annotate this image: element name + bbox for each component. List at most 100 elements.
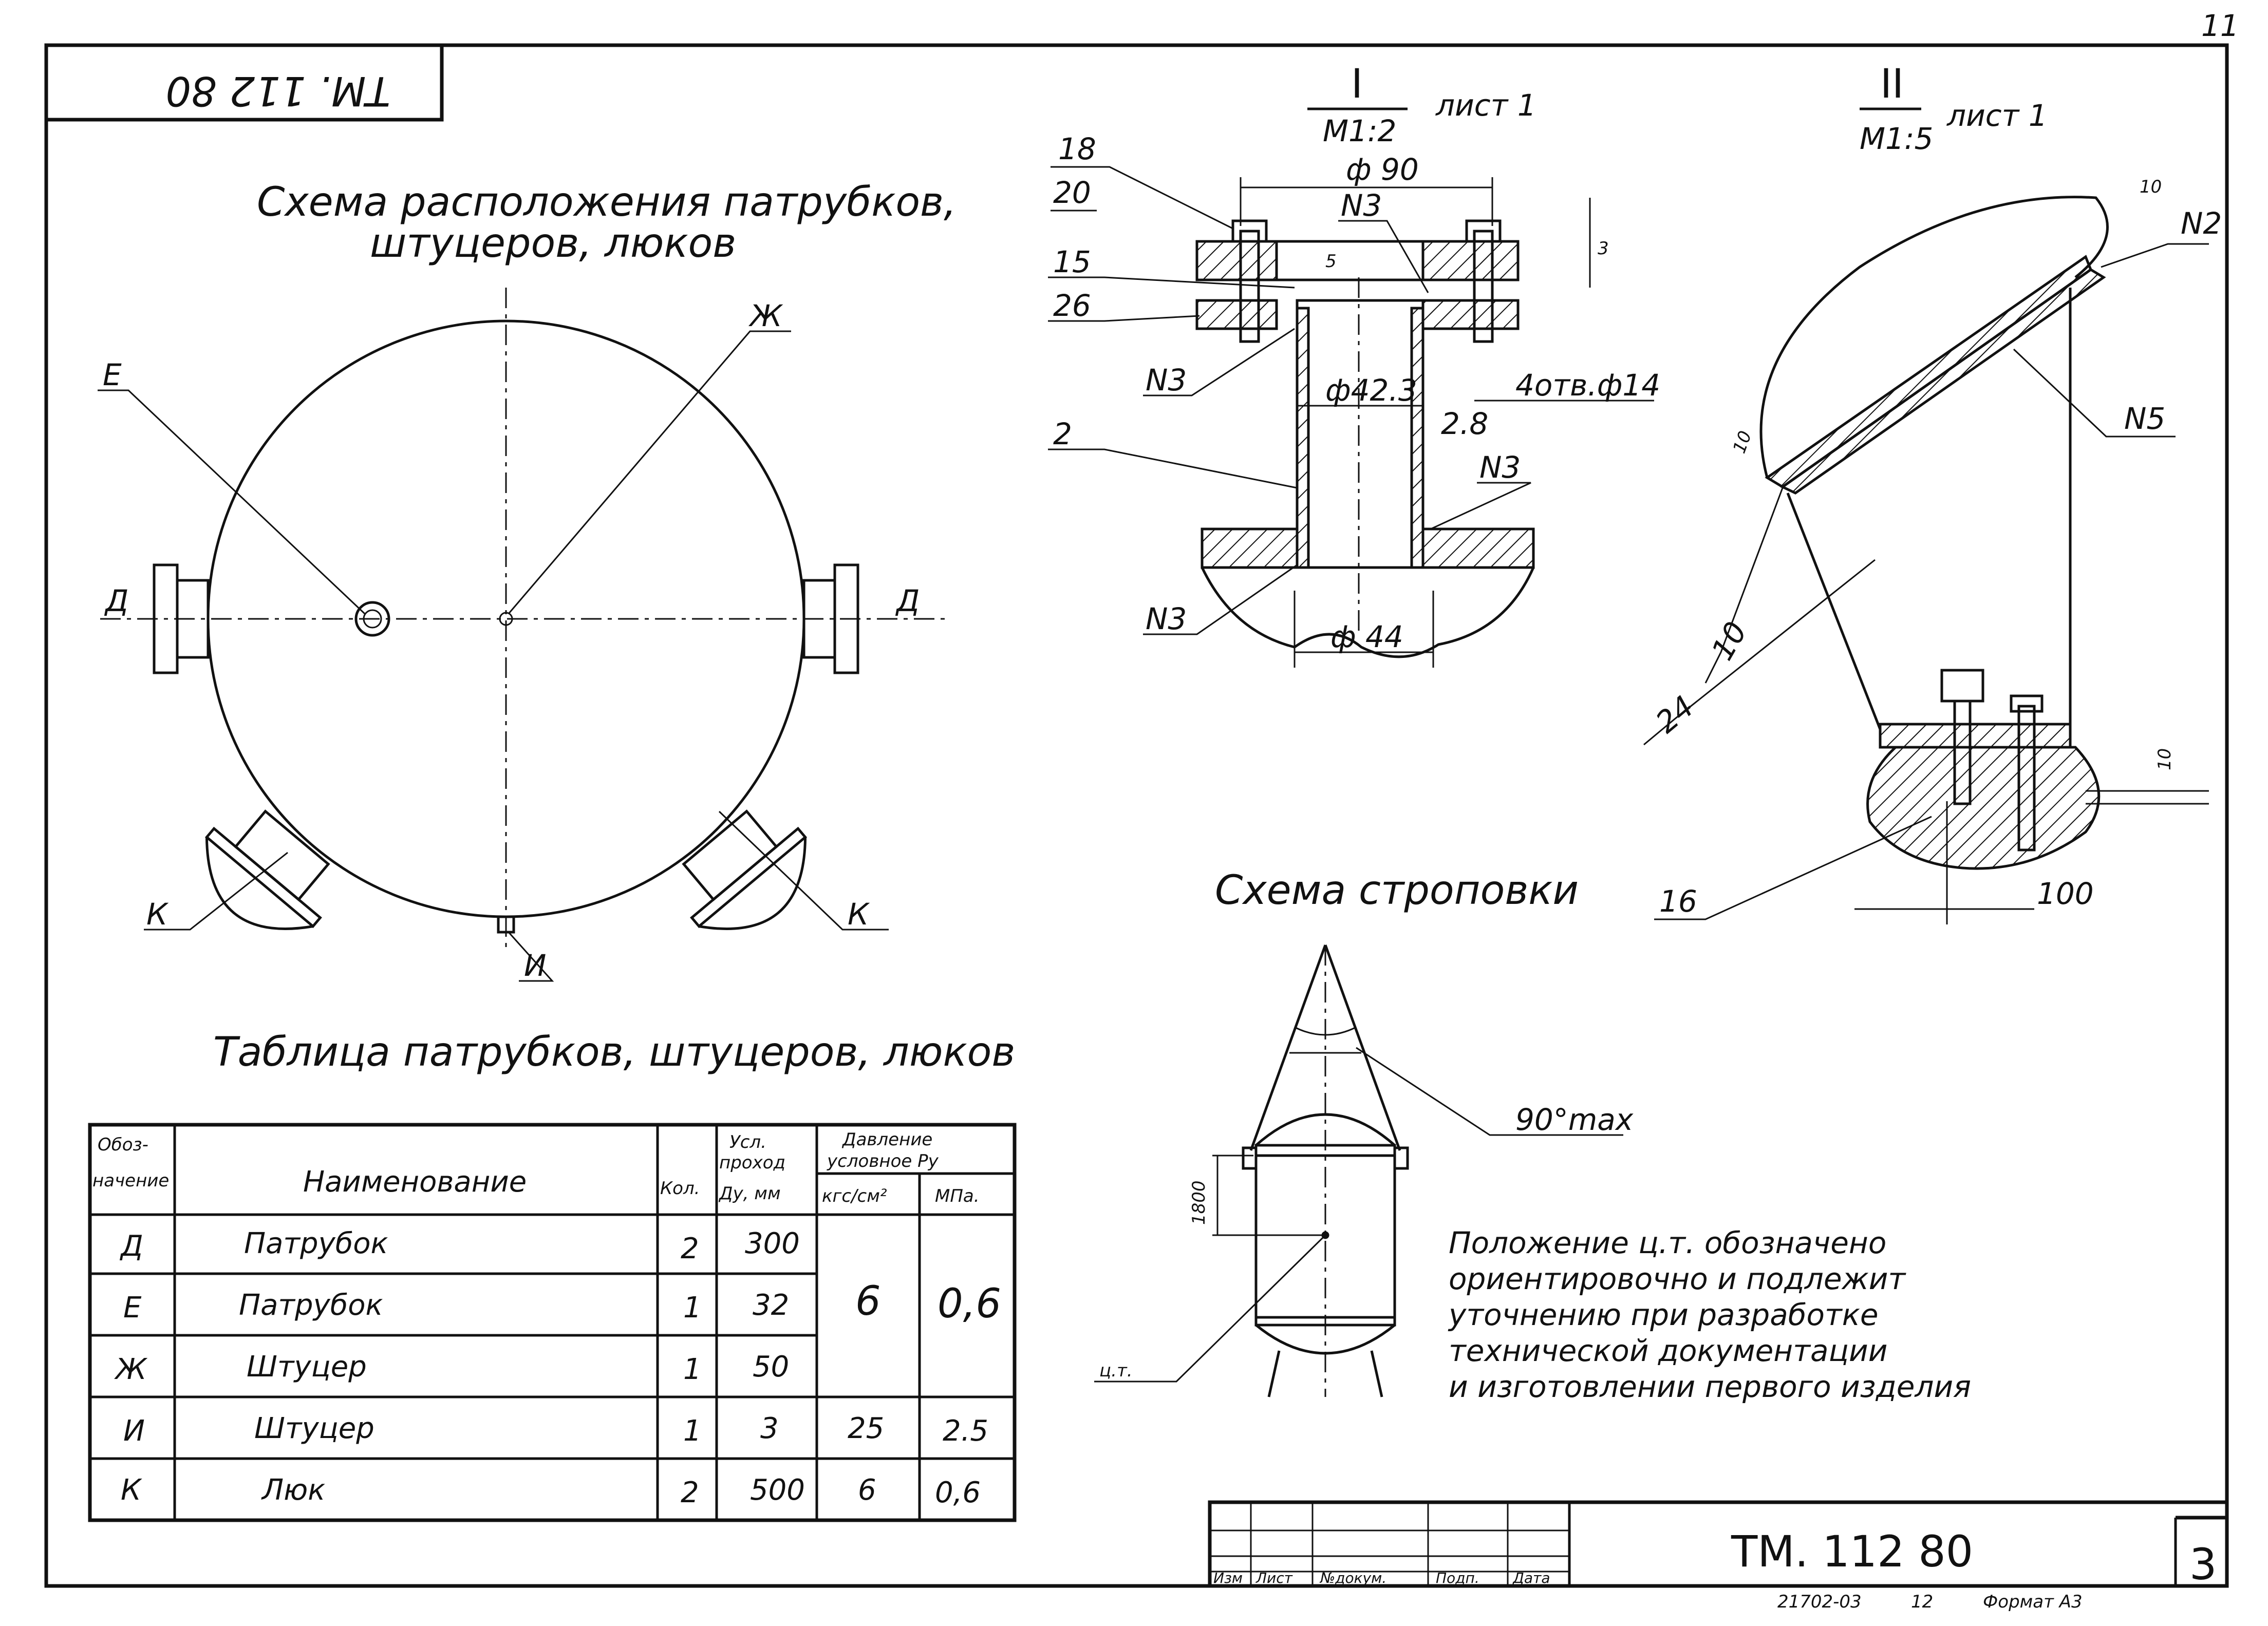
cover-plate bbox=[1765, 255, 2093, 488]
th-bore-1: Усл. bbox=[729, 1132, 766, 1152]
td-r2-bore: 32 bbox=[753, 1289, 789, 1322]
sling-vessel-top bbox=[1255, 1113, 1396, 1146]
base-plate-right bbox=[1421, 527, 1535, 569]
callout-15: 15 bbox=[1053, 244, 1091, 279]
tb-col-izm: Изм bbox=[1213, 1570, 1243, 1586]
th-pressure-mpa: МПа. bbox=[935, 1186, 980, 1206]
vessel-wall-section bbox=[1866, 746, 2101, 870]
nozzle-table-title: Таблица патрубков, штуцеров, люков bbox=[213, 1029, 1015, 1075]
td-r4-bore: 3 bbox=[760, 1412, 779, 1445]
nozzle-e-outer bbox=[354, 601, 390, 637]
callout-n3-d: N3 bbox=[1146, 601, 1187, 636]
sling-scheme: Схема строповки 1800 90°max ц.т. Положен… bbox=[1094, 867, 1971, 1404]
sling-angle: 90°max bbox=[1515, 1102, 1634, 1137]
callout-18: 18 bbox=[1058, 131, 1096, 166]
callout-n3-a: N3 bbox=[1146, 363, 1187, 398]
dim-flange-dia: ф 90 bbox=[1346, 152, 1419, 187]
detail-2: II М1:5 лист 1 100 10 10 10 N2 N5 10 2 bbox=[1643, 61, 2222, 924]
leader-k-left bbox=[144, 852, 288, 931]
td-r2-designation: Е bbox=[123, 1291, 142, 1325]
td-r5-bore: 500 bbox=[750, 1473, 805, 1507]
nozzle-d-right-flange bbox=[833, 563, 859, 674]
td-r1-qty: 2 bbox=[681, 1232, 699, 1265]
drawing-frame bbox=[44, 43, 2229, 1588]
label-k-right: К bbox=[848, 897, 870, 932]
title-block: Изм Лист №докум. Подп. Дата ТМ. 112 80 3… bbox=[1208, 1500, 2229, 1612]
td-r4-name: Штуцер bbox=[254, 1412, 374, 1445]
tb-footer-mid: 12 bbox=[1911, 1592, 1933, 1612]
td-r4-kgf: 25 bbox=[848, 1412, 884, 1445]
label-zh: Ж bbox=[748, 298, 783, 333]
th-qty: Кол. bbox=[660, 1178, 700, 1199]
td-r1-designation: Д bbox=[119, 1230, 143, 1263]
detail-1-sheet: лист 1 bbox=[1435, 88, 1536, 123]
pipe-wall-left bbox=[1296, 307, 1310, 569]
tb-sheet-no: 3 bbox=[2189, 1539, 2217, 1590]
dim-pipe-dia: ф42.3 bbox=[1325, 373, 1417, 408]
nozzle-d-left-flange bbox=[153, 563, 179, 674]
tb-code: ТМ. 112 80 bbox=[1731, 1526, 1973, 1577]
sling-title: Схема строповки bbox=[1215, 867, 1579, 914]
td-r5-kgf: 6 bbox=[858, 1473, 876, 1507]
callout-n5: N5 bbox=[2124, 401, 2165, 436]
dim-wall: 2.8 bbox=[1441, 406, 1488, 441]
flange-right-lower bbox=[1421, 299, 1520, 330]
nozzle-table: Таблица патрубков, штуцеров, люков Обоз-… bbox=[88, 1029, 1017, 1522]
cg-note-1: Положение ц.т. обозначено bbox=[1449, 1225, 1886, 1260]
dim-100: 100 bbox=[2037, 876, 2094, 911]
td-r3-bore: 50 bbox=[753, 1350, 789, 1384]
callout-10: 10 bbox=[1704, 616, 1754, 666]
corner-stamp-text: ТМ. 112 80 bbox=[166, 67, 390, 114]
detail-2-sheet: лист 1 bbox=[1946, 98, 2048, 133]
pipe-wall-right bbox=[1410, 307, 1424, 569]
th-designation-2: начение bbox=[92, 1170, 169, 1191]
dim-gap: 5 bbox=[1325, 251, 1337, 272]
td-r1-bore: 300 bbox=[745, 1227, 800, 1260]
th-pressure-2: условное Ру bbox=[827, 1151, 939, 1171]
td-r4-mpa: 2.5 bbox=[943, 1414, 988, 1448]
td-merged-kgf: 6 bbox=[855, 1278, 881, 1325]
dim-10-top: 10 bbox=[2140, 177, 2162, 197]
hatch-k-right bbox=[682, 809, 808, 930]
nozzle-zh-mark bbox=[499, 612, 513, 626]
td-r5-name: Люк bbox=[261, 1473, 325, 1507]
cover-dome bbox=[1759, 196, 2109, 478]
tb-footer-right: Формат А3 bbox=[1983, 1592, 2083, 1612]
td-r4-designation: И bbox=[123, 1414, 145, 1448]
leader-e bbox=[98, 389, 366, 615]
cg-note-3: уточнению при разработке bbox=[1448, 1297, 1879, 1332]
detail-1-roman: I bbox=[1351, 61, 1363, 107]
detail-2-scale: М1:5 bbox=[1860, 121, 1933, 156]
dim-thk: 3 bbox=[1598, 238, 1609, 259]
nozzle-e-inner bbox=[363, 609, 382, 629]
flange-left-upper bbox=[1195, 240, 1278, 281]
label-e: Е bbox=[103, 357, 122, 392]
cg-note-2: ориентировочно и подлежит bbox=[1449, 1261, 1907, 1296]
hatch-k-left bbox=[204, 809, 330, 930]
th-bore-2: проход bbox=[719, 1152, 785, 1173]
callout-26: 26 bbox=[1053, 288, 1091, 323]
tb-col-doc: №докум. bbox=[1319, 1570, 1386, 1586]
th-name: Наименование bbox=[303, 1165, 527, 1199]
tb-col-list: Лист bbox=[1255, 1570, 1293, 1586]
td-r2-name: Патрубок bbox=[239, 1289, 383, 1322]
nozzle-scheme-title-1: Схема расположения патрубков, bbox=[257, 179, 957, 225]
cg-label: ц.т. bbox=[1099, 1360, 1133, 1381]
callout-2: 2 bbox=[1053, 417, 1072, 451]
td-r3-name: Штуцер bbox=[247, 1350, 367, 1384]
leader-zh bbox=[508, 330, 791, 614]
leader-i bbox=[508, 931, 554, 982]
leader-k-right bbox=[718, 810, 889, 931]
fitting-i bbox=[497, 915, 515, 934]
td-r5-designation: К bbox=[121, 1473, 142, 1507]
pipe-outer bbox=[1296, 299, 1424, 569]
corner-stamp: ТМ. 112 80 bbox=[44, 43, 444, 122]
nozzle-layout-scheme: Схема расположения патрубков, штуцеров, … bbox=[98, 179, 957, 983]
detail-1-scale: М1:2 bbox=[1323, 114, 1396, 148]
dim-holes: 4отв.ф14 bbox=[1515, 368, 1660, 403]
th-pressure-1: Давление bbox=[841, 1129, 932, 1150]
dim-10-right: 10 bbox=[2154, 748, 2175, 770]
base-plate-left bbox=[1201, 527, 1299, 569]
td-r5-mpa: 0,6 bbox=[935, 1476, 981, 1509]
